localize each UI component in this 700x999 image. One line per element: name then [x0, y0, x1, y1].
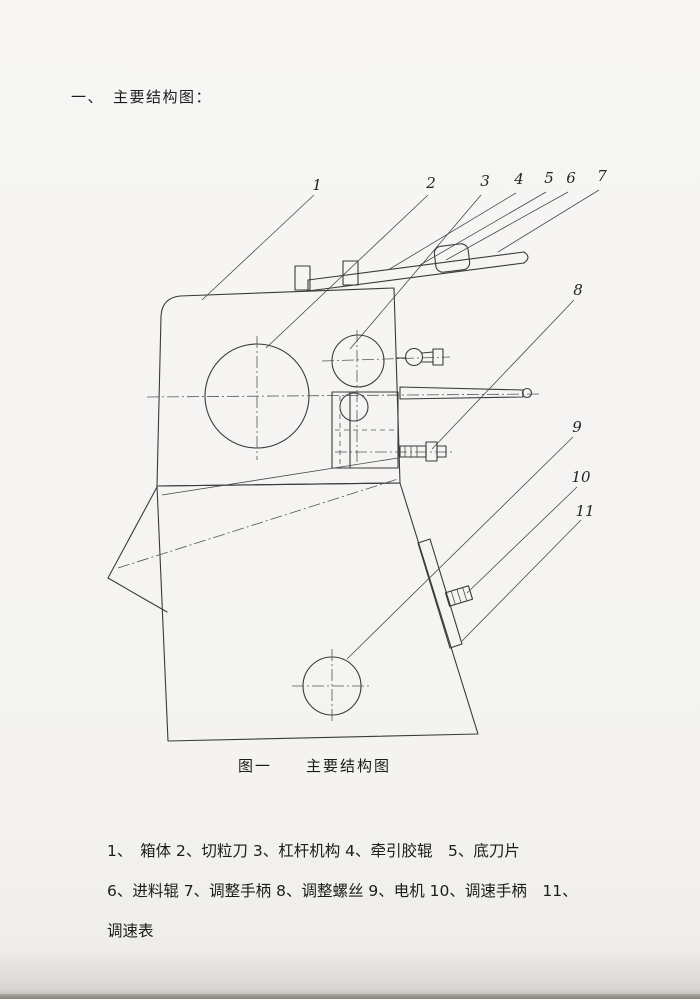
part-label-3: 3	[480, 172, 490, 190]
speed-dial-plate	[417, 538, 463, 649]
leader-line-5	[419, 191, 547, 266]
part-label-7: 7	[597, 167, 607, 185]
leader-line-10	[466, 486, 578, 594]
roller-circles	[321, 330, 451, 465]
leader-line-4	[387, 192, 517, 271]
blade-bar	[399, 386, 533, 400]
part-labels: 1 2 3 4 5 6 7 8 9 10 11	[312, 167, 607, 520]
leader-line-1	[201, 194, 315, 301]
speed-handle-knob	[444, 585, 474, 607]
leader-line-3	[349, 194, 482, 350]
figure-caption: 图一 主要结构图	[238, 757, 392, 775]
part-label-5: 5	[544, 169, 554, 187]
part-label-11: 11	[575, 502, 594, 520]
part-label-2: 2	[425, 174, 436, 192]
legend-line-1: 1、 箱体 2、切粒刀 3、杠杆机构 4、牵引胶辊 5、底刀片	[107, 842, 520, 860]
leader-line-2	[265, 194, 429, 349]
leader-line-8	[431, 299, 575, 450]
lower-adjust-screw	[335, 441, 455, 462]
section-heading: 一、 主要结构图：	[71, 88, 213, 106]
part-label-9: 9	[572, 418, 582, 436]
legend-block: 1、 箱体 2、切粒刀 3、杠杆机构 4、牵引胶辊 5、底刀片 6、进料辊 7、…	[107, 831, 637, 951]
part-label-8: 8	[573, 281, 583, 299]
upper-adjust-screw	[395, 347, 444, 367]
legend-line-2: 6、进料辊 7、调整手柄 8、调整螺丝 9、电机 10、调速手柄 11、	[107, 882, 578, 900]
part-label-10: 10	[571, 468, 591, 486]
top-rod-assembly	[294, 243, 529, 292]
leader-lines	[201, 189, 600, 660]
lever-bracket	[331, 391, 399, 469]
lower-housing	[107, 457, 479, 742]
part-label-4: 4	[513, 170, 524, 188]
upper-housing	[156, 287, 401, 487]
legend-line-3: 调速表	[107, 922, 154, 940]
leader-line-9	[346, 436, 574, 660]
cutter-circle	[146, 336, 541, 460]
leader-line-7	[497, 189, 600, 253]
leader-line-6	[445, 191, 569, 261]
motor-circle	[292, 649, 372, 724]
leader-line-11	[461, 519, 582, 642]
scan-edge-shadow	[0, 994, 700, 999]
part-label-1: 1	[312, 176, 322, 194]
part-label-6: 6	[566, 169, 576, 187]
